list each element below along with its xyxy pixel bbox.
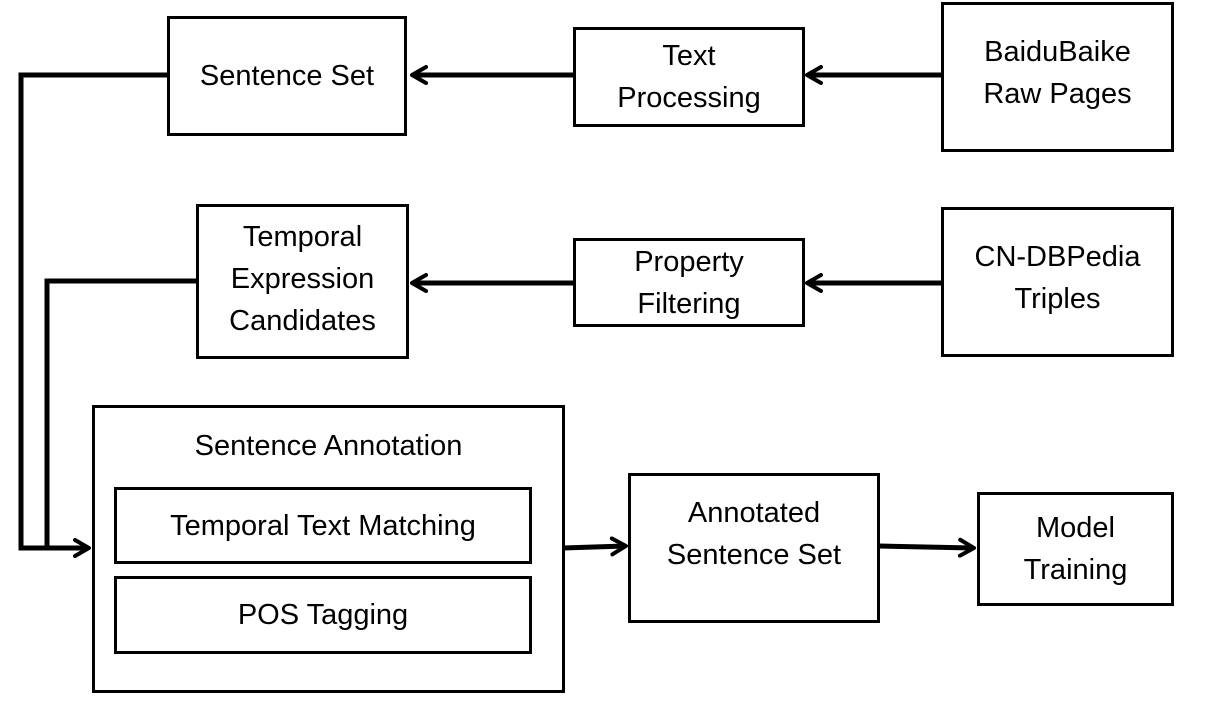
candidates-label-line-3: Candidates (229, 304, 376, 337)
annotated-sentence-set-label-line-1: Annotated (687, 497, 821, 529)
temporal-expression-candidates-node: Temporal Expression Candidates (196, 204, 409, 359)
cn-dbpedia-triples-node: CN-DBPedia Triples (941, 207, 1174, 357)
pos-tagging-label: POS Tagging (237, 599, 409, 631)
sentence-annotation-title: Sentence Annotation (194, 430, 463, 462)
baidubaike-raw-pages-label-line-1: BaiduBaike (984, 36, 1131, 68)
model-training-node: Model Training (977, 492, 1174, 606)
model-training-label-line-1: Model (1036, 512, 1115, 544)
cn-dbpedia-triples-label-line-2: Triples (1014, 283, 1101, 315)
temporal-text-matching-step: Temporal Text Matching (114, 487, 532, 564)
candidates-label-line-1: Temporal (242, 220, 363, 253)
text-processing-label-line-1: Text (662, 40, 716, 72)
model-training-label-line-2: Training (1023, 554, 1128, 586)
candidates-label-line-2: Expression (230, 262, 375, 295)
text-processing-node: Text Processing (573, 27, 805, 127)
arrow-annotated-set-to-model-training (878, 537, 976, 558)
baidubaike-raw-pages-label-line-2: Raw Pages (983, 78, 1132, 110)
property-filtering-node: Property Filtering (573, 238, 805, 327)
annotated-sentence-set-label-line-2: Sentence Set (666, 539, 842, 571)
sentence-set-node: Sentence Set (167, 16, 407, 136)
pos-tagging-step: POS Tagging (114, 576, 532, 654)
property-filtering-label-line-1: Property (634, 245, 744, 278)
temporal-text-matching-label: Temporal Text Matching (170, 509, 476, 542)
arrow-annotation-to-annotated-set (562, 536, 628, 557)
baidubaike-raw-pages-node: BaiduBaike Raw Pages (941, 2, 1174, 152)
text-processing-label-line-2: Processing (617, 82, 761, 114)
connector-sentence-set-to-annotation (18, 72, 168, 558)
annotated-sentence-set-node: Annotated Sentence Set (628, 473, 880, 623)
sentence-set-label: Sentence Set (199, 60, 375, 92)
property-filtering-label-line-2: Filtering (637, 287, 741, 320)
cn-dbpedia-triples-label-line-1: CN-DBPedia (974, 241, 1141, 273)
connector-candidates-to-annotation (44, 278, 198, 548)
